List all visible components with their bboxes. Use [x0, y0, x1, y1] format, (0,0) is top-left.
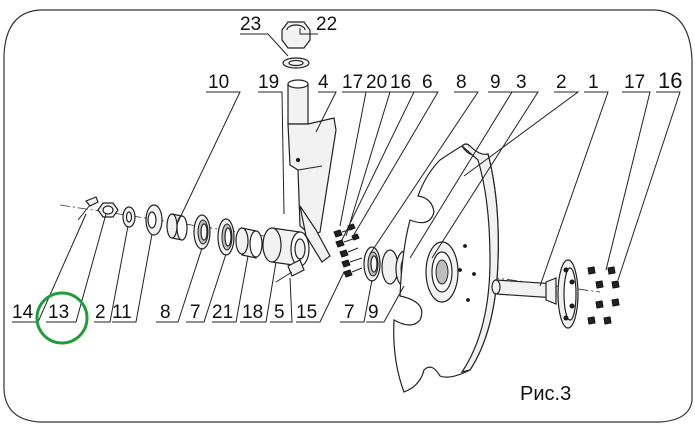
highlight-circle	[35, 291, 89, 345]
part-washer-23	[282, 57, 310, 69]
leader-lines	[12, 28, 681, 323]
part-washer-2-left	[122, 206, 136, 228]
part-pin-14	[77, 196, 99, 221]
label-16-right: 16	[658, 68, 682, 93]
part-axle-1	[491, 259, 579, 329]
part-bearing-8-left	[193, 214, 211, 250]
label-7-bottom-right: 7	[344, 302, 355, 323]
center-axis	[59, 204, 601, 293]
label-13: 13	[48, 302, 69, 323]
label-14: 14	[12, 302, 34, 323]
labels-bottom: 14 13 2 11 8 7 21 18 5 15 7 9	[12, 302, 379, 323]
part-bolt-5	[275, 259, 305, 283]
label-17-top: 17	[342, 72, 363, 93]
label-2-bottom: 2	[95, 302, 106, 323]
part-nuts-17-16	[587, 266, 620, 325]
part-stand-4	[287, 79, 337, 263]
label-1: 1	[588, 72, 599, 93]
label-6: 6	[422, 72, 433, 93]
part-bolts-6	[333, 223, 363, 278]
part-sleeve-21	[235, 227, 263, 259]
part-seal-7-right	[363, 246, 381, 282]
label-20: 20	[366, 72, 387, 93]
label-9-bottom: 9	[368, 302, 379, 323]
label-23: 23	[240, 14, 261, 35]
label-10: 10	[208, 72, 229, 93]
label-8-top: 8	[456, 72, 467, 93]
part-ring-10	[166, 213, 188, 241]
label-2-top: 2	[556, 72, 567, 93]
label-9-top: 9	[490, 72, 501, 93]
part-cap-11	[145, 204, 163, 236]
label-11: 11	[112, 302, 132, 323]
part-seal-7-left	[217, 218, 235, 256]
diagram-frame	[3, 9, 693, 423]
label-22: 22	[316, 14, 337, 35]
label-18: 18	[242, 302, 263, 323]
label-7-bottom-left: 7	[190, 302, 201, 323]
part-nut-22	[281, 21, 311, 49]
label-8-bottom: 8	[160, 302, 171, 323]
label-5: 5	[274, 302, 285, 323]
label-4: 4	[318, 72, 329, 93]
part-disc-2	[393, 143, 499, 393]
figure-caption: Рис.3	[520, 383, 571, 405]
label-16-top: 16	[390, 72, 411, 93]
part-housing-18	[262, 227, 310, 267]
labels-top: 23 22 10 19 4 17 20 16 6 8 9 3 2 1 17 16	[208, 14, 682, 93]
label-15: 15	[296, 302, 317, 323]
label-3: 3	[516, 72, 527, 93]
label-19: 19	[258, 72, 279, 93]
part-castle-nut-13	[97, 202, 119, 218]
label-17-right: 17	[624, 72, 645, 93]
label-21: 21	[212, 302, 233, 323]
